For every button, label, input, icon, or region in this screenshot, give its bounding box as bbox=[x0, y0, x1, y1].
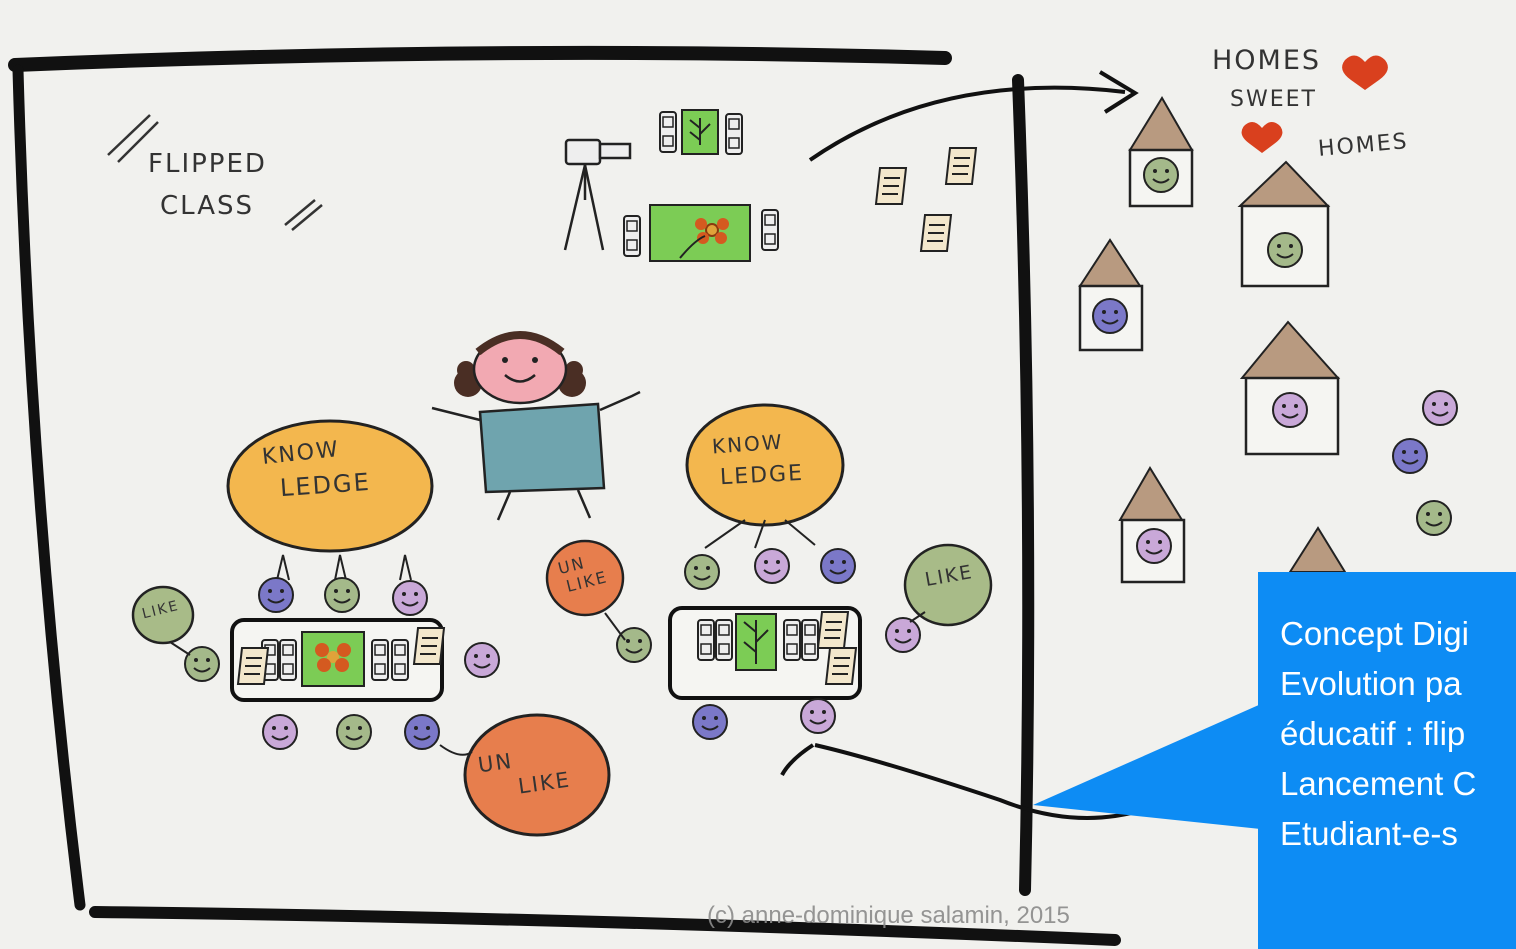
unlike-bubble-bottom bbox=[463, 713, 611, 837]
like-bubble-right bbox=[903, 543, 993, 627]
callout-line-4: Lancement C bbox=[1280, 765, 1477, 802]
camera-icon bbox=[563, 138, 632, 251]
knowledge-right-line-1: KNOW bbox=[711, 429, 785, 459]
knowledge-bubble-left bbox=[226, 419, 434, 553]
teacher-figure bbox=[431, 331, 641, 521]
homes-line-1: HOMES bbox=[1212, 45, 1322, 76]
copyright-text: (c) anne-dominique salamin, 2015 bbox=[707, 902, 1070, 929]
arrow-to-homes-icon bbox=[808, 70, 1139, 162]
knowledge-left-line-2: LEDGE bbox=[279, 467, 372, 503]
title-line-2: CLASS bbox=[160, 191, 255, 221]
bubble-tails bbox=[169, 611, 926, 756]
video-strip-icon bbox=[659, 109, 743, 155]
like-bubble-left bbox=[131, 585, 195, 645]
video-group-right bbox=[668, 606, 862, 700]
title-line-1: FLIPPED bbox=[148, 149, 267, 179]
knowledge-rays-icon bbox=[704, 519, 816, 549]
callout-line-1: Concept Digi bbox=[1280, 615, 1469, 652]
unlike-bottom-line-1: UN bbox=[476, 748, 515, 778]
knowledge-bubble-right bbox=[685, 403, 845, 527]
knowledge-right-line-2: LEDGE bbox=[719, 460, 805, 491]
title-slashes-icon bbox=[107, 114, 323, 231]
home-houses bbox=[1078, 96, 1458, 584]
callout-line-5: Etudiant-e-s bbox=[1280, 815, 1458, 852]
classroom-frame bbox=[8, 45, 1121, 946]
video-group-left bbox=[230, 618, 445, 702]
homes-line-2: SWEET bbox=[1230, 87, 1317, 112]
heart-icons bbox=[1241, 55, 1388, 153]
callout-box: Concept Digi Evolution pa éducatif : fli… bbox=[1258, 572, 1516, 949]
callout-pointer-icon bbox=[1033, 700, 1270, 830]
video-flower-icon bbox=[623, 204, 779, 262]
document-icons bbox=[875, 147, 977, 252]
knowledge-arrows-icon bbox=[276, 554, 412, 581]
unlike-bubble-center bbox=[545, 539, 625, 617]
callout-line-3: éducatif : flip bbox=[1280, 715, 1466, 752]
callout-line-2: Evolution pa bbox=[1280, 665, 1462, 702]
